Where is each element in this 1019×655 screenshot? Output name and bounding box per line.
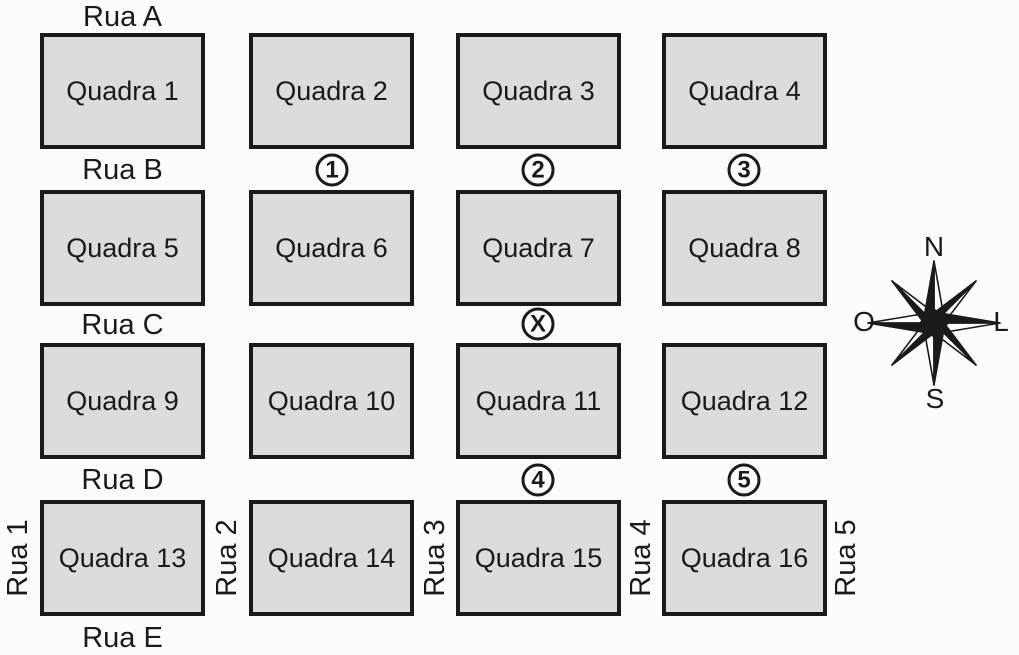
block-quadra-15: Quadra 15: [456, 500, 621, 616]
street-label-rua-3: Rua 3: [419, 519, 451, 597]
block-quadra-7: Quadra 7: [456, 190, 621, 306]
block-quadra-8: Quadra 8: [662, 190, 827, 306]
compass-east-label: L: [993, 306, 1009, 337]
compass-west-label: O: [853, 306, 875, 337]
block-quadra-3: Quadra 3: [456, 33, 621, 149]
compass-south-label: S: [925, 383, 945, 414]
marker-4: 4: [521, 463, 555, 497]
street-label-rua-1: Rua 1: [2, 519, 34, 597]
compass-star-icon: [867, 260, 1001, 386]
street-label-rua-4: Rua 4: [625, 519, 657, 597]
street-label-rua-a: Rua A: [83, 1, 162, 33]
block-quadra-5: Quadra 5: [40, 190, 205, 306]
block-quadra-11: Quadra 11: [456, 343, 621, 459]
block-quadra-2: Quadra 2: [249, 33, 414, 149]
marker-x: X: [521, 307, 555, 341]
compass-north-label: N: [923, 231, 945, 262]
block-quadra-4: Quadra 4: [662, 33, 827, 149]
marker-2: 2: [521, 153, 555, 187]
block-quadra-6: Quadra 6: [249, 190, 414, 306]
marker-5: 5: [727, 463, 761, 497]
block-quadra-10: Quadra 10: [249, 343, 414, 459]
street-label-rua-d: Rua D: [81, 464, 164, 496]
street-label-rua-e: Rua E: [82, 622, 163, 654]
block-quadra-14: Quadra 14: [249, 500, 414, 616]
block-quadra-16: Quadra 16: [662, 500, 827, 616]
street-label-rua-c: Rua C: [81, 309, 164, 341]
block-quadra-1: Quadra 1: [40, 33, 205, 149]
marker-1: 1: [315, 153, 349, 187]
street-label-rua-5: Rua 5: [830, 519, 862, 597]
block-quadra-12: Quadra 12: [662, 343, 827, 459]
block-quadra-9: Quadra 9: [40, 343, 205, 459]
marker-3: 3: [727, 153, 761, 187]
street-label-rua-2: Rua 2: [211, 519, 243, 597]
block-quadra-13: Quadra 13: [40, 500, 205, 616]
street-label-rua-b: Rua B: [82, 154, 163, 186]
